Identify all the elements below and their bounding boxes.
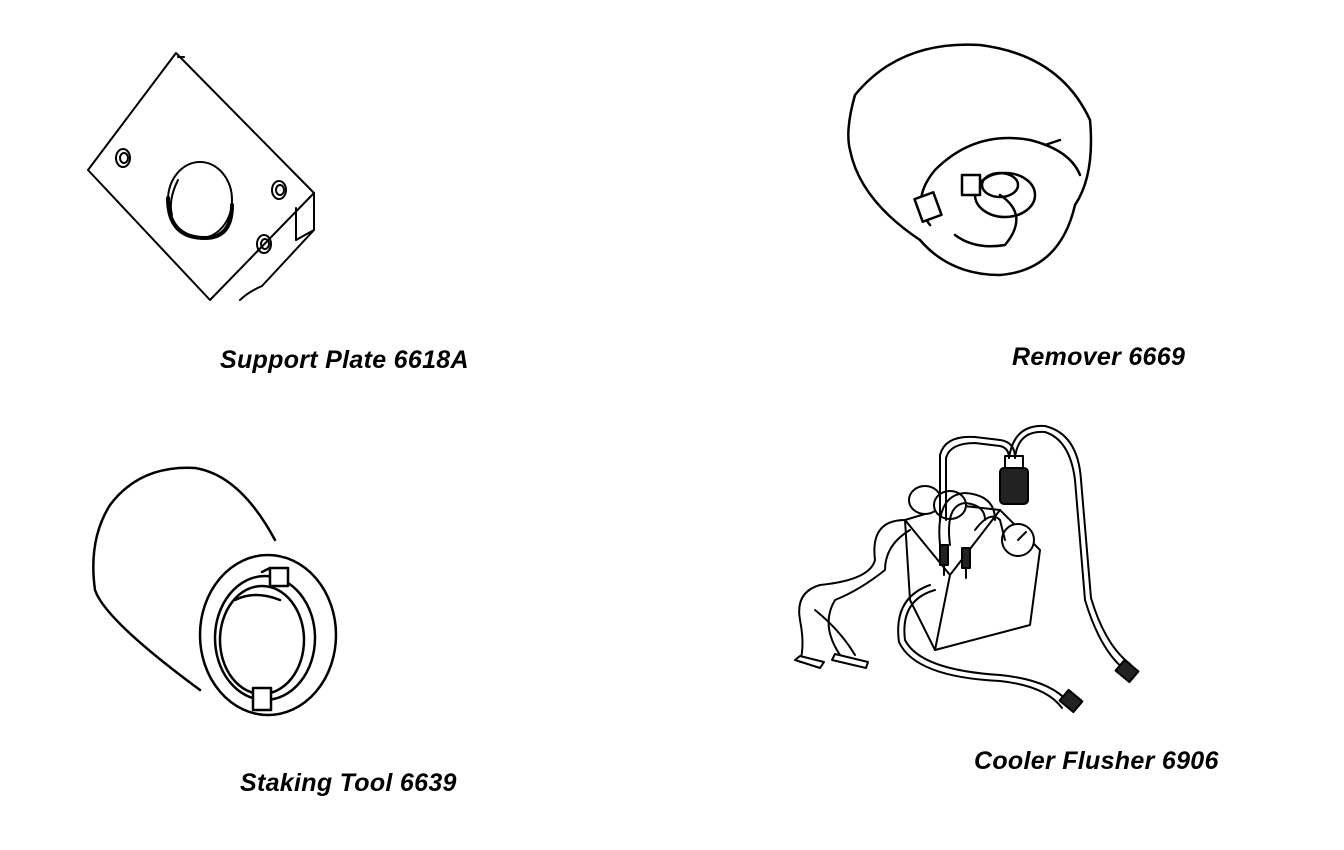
support-plate-caption: Support Plate 6618A (220, 346, 469, 374)
cooler-flusher-caption: Cooler Flusher 6906 (974, 747, 1219, 775)
remover-caption: Remover 6669 (1012, 343, 1186, 371)
staking-tool-caption: Staking Tool 6639 (240, 769, 457, 797)
